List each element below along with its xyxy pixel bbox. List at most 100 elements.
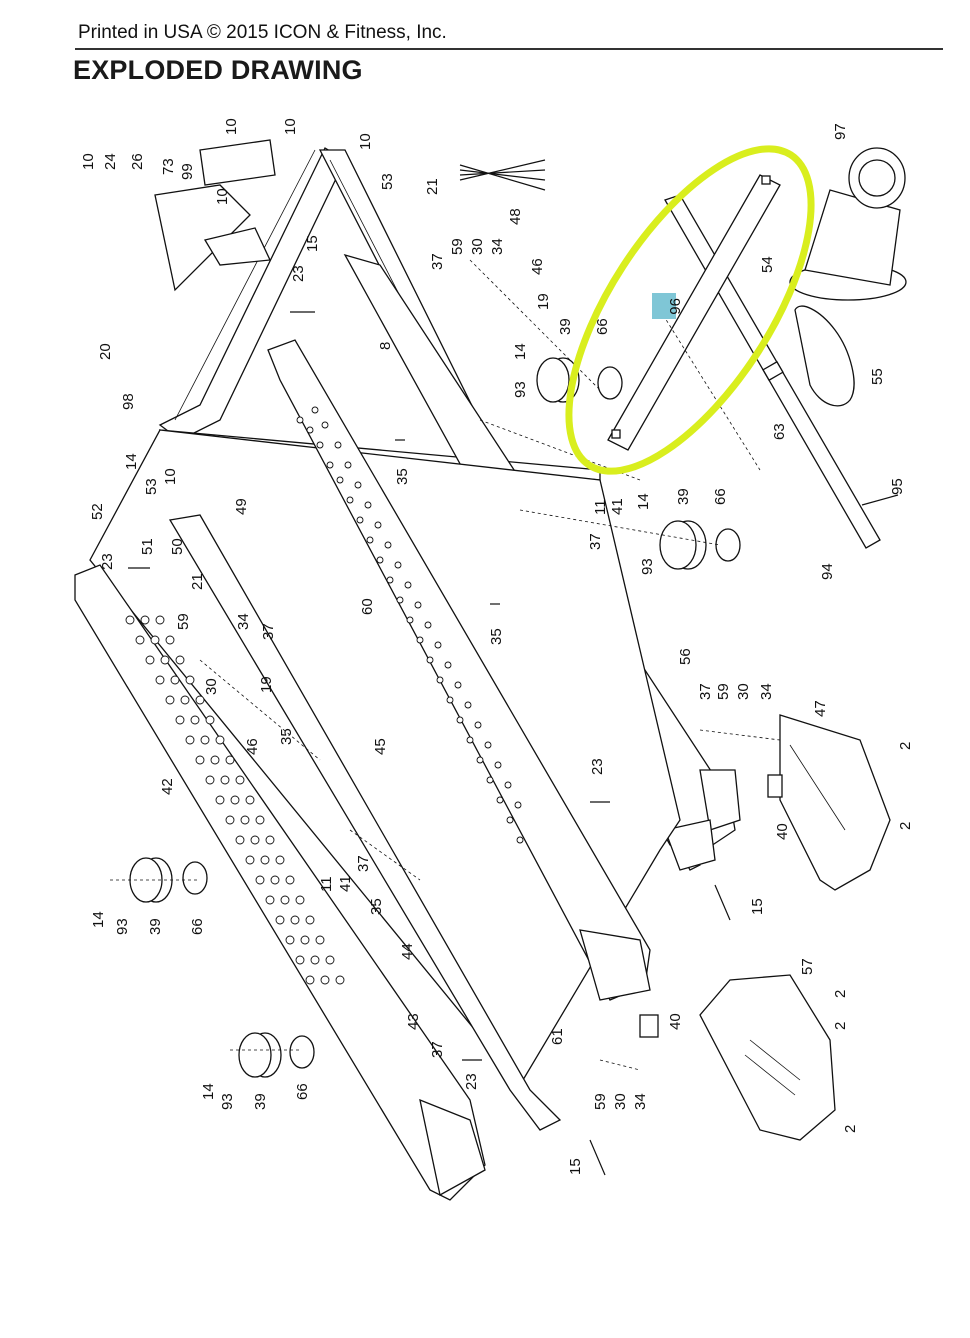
callout-label: 59	[592, 1093, 609, 1110]
roller-39-bottom	[238, 1032, 315, 1078]
callout-label: 26	[129, 153, 146, 170]
callout-label: 45	[372, 738, 389, 755]
callout-label: 23	[589, 758, 606, 775]
callout-label: 2	[832, 990, 849, 998]
callout-label: 50	[169, 538, 186, 555]
callout-label: 23	[290, 265, 307, 282]
callout-label: 30	[612, 1093, 629, 1110]
callout-label: 40	[667, 1013, 684, 1030]
callout-label: 41	[337, 875, 354, 892]
roller-39-top	[536, 357, 623, 403]
callout-label: 59	[715, 683, 732, 700]
callout-label: 66	[594, 318, 611, 335]
callout-label: 21	[424, 178, 441, 195]
callout-label: 10	[162, 468, 179, 485]
callout-label: 39	[557, 318, 574, 335]
page-header: Printed in USA © 2015 ICON & Fitness, In…	[0, 0, 970, 95]
callout-label: 37	[260, 623, 277, 640]
callout-label: 37	[429, 253, 446, 270]
callout-label: 30	[469, 238, 486, 255]
callout-label: 35	[278, 728, 295, 745]
callout-label: 19	[535, 293, 552, 310]
callout-label: 93	[639, 558, 656, 575]
callout-label: 97	[832, 123, 849, 140]
highlight-ellipse	[565, 145, 815, 475]
callout-label: 66	[189, 918, 206, 935]
callout-label: 43	[405, 1013, 422, 1030]
platform-60-holes	[296, 406, 524, 844]
callout-label: 23	[463, 1073, 480, 1090]
callout-label: 41	[609, 498, 626, 515]
callout-label: 37	[429, 1041, 446, 1058]
callout-label: 2	[897, 822, 914, 830]
callout-label: 93	[114, 918, 131, 935]
callout-label: 14	[635, 493, 652, 510]
callout-label: 24	[102, 153, 119, 170]
callout-label: 10	[214, 188, 231, 205]
callout-label: 10	[80, 153, 97, 170]
callout-label: 61	[549, 1028, 566, 1045]
callout-label: 10	[223, 118, 240, 135]
console-bracket	[154, 139, 276, 292]
callout-label: 37	[587, 533, 604, 550]
callout-label: 55	[869, 368, 886, 385]
callout-label: 98	[120, 393, 137, 410]
rear-rail	[168, 514, 562, 1131]
callout-label: 52	[89, 503, 106, 520]
callout-label: 23	[99, 553, 116, 570]
callout-label: 93	[219, 1093, 236, 1110]
callout-label: 42	[159, 778, 176, 795]
callout-label: 21	[189, 573, 206, 590]
roller-39-mid	[659, 520, 741, 570]
callout-label: 53	[143, 478, 160, 495]
callout-label: 11	[592, 499, 609, 515]
callout-label: 14	[200, 1083, 217, 1100]
callout-label: 37	[355, 855, 372, 872]
callout-label: 35	[488, 628, 505, 645]
rear-hood-57	[699, 974, 836, 1141]
platform-60	[267, 339, 651, 1001]
callout-label: 66	[712, 488, 729, 505]
callout-label: 48	[507, 208, 524, 225]
callout-label: 57	[799, 958, 816, 975]
header-rule	[75, 48, 943, 50]
callout-label: 60	[359, 598, 376, 615]
motor-97	[789, 147, 907, 301]
callout-label: 39	[252, 1093, 269, 1110]
callout-label: 46	[244, 738, 261, 755]
leveler-40	[639, 774, 783, 1038]
callout-label: 30	[203, 678, 220, 695]
belt-55	[794, 305, 855, 407]
callout-label: 14	[123, 453, 140, 470]
callout-label: 2	[832, 1022, 849, 1030]
callout-label: 34	[758, 683, 775, 700]
callout-label: 34	[489, 238, 506, 255]
callout-label: 8	[377, 342, 394, 350]
callout-label: 54	[759, 256, 776, 273]
callout-label: 14	[512, 343, 529, 360]
callout-label: 40	[774, 823, 791, 840]
callout-label: 93	[512, 381, 529, 398]
callout-label: 10	[357, 133, 374, 150]
printed-notice: Printed in USA © 2015 ICON & Fitness, In…	[78, 22, 447, 43]
callout-label: 34	[632, 1093, 649, 1110]
crossbar-96	[607, 174, 781, 451]
highlight-label: 96	[666, 298, 683, 315]
callout-label: 11	[318, 876, 335, 892]
callout-label: 37	[697, 683, 714, 700]
callout-label: 19	[258, 676, 275, 693]
callout-label: 15	[304, 235, 321, 252]
callout-label: 51	[139, 538, 156, 555]
callout-label: 15	[567, 1158, 584, 1175]
callout-label: 35	[368, 898, 385, 915]
callout-label: 95	[889, 478, 906, 495]
callout-label: 56	[677, 648, 694, 665]
callout-label: 2	[842, 1125, 859, 1133]
callout-label: 49	[233, 498, 250, 515]
callout-label: 44	[399, 943, 416, 960]
highlight-label-bg	[652, 293, 676, 319]
motor-hood-47	[779, 714, 891, 891]
callout-label: 34	[235, 613, 252, 630]
